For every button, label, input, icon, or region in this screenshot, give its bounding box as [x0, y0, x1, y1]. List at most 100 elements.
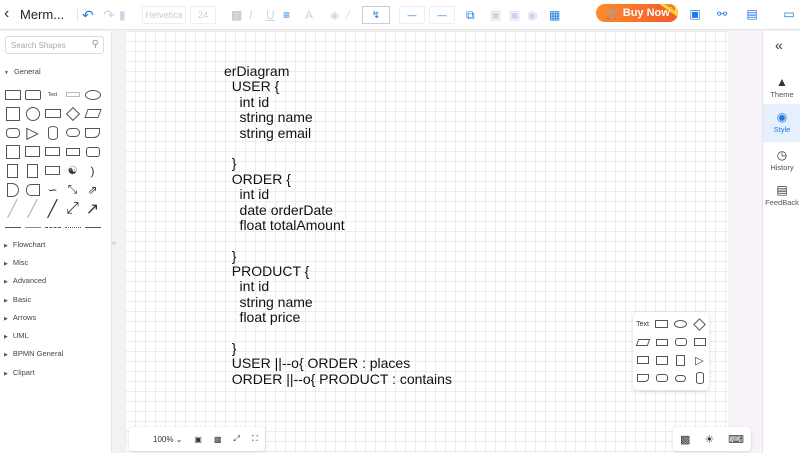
fill-icon[interactable]: ◈	[330, 8, 340, 22]
shape-internal-storage[interactable]	[3, 142, 22, 161]
fit-page-icon[interactable]: ▣	[194, 434, 202, 444]
shape-ellipse[interactable]	[83, 85, 102, 104]
shape-rounded-rectangle[interactable]	[23, 85, 42, 104]
category-misc[interactable]: ▶Misc	[4, 258, 28, 267]
shape-link-dashed[interactable]	[43, 218, 62, 237]
collapse-panel-handle[interactable]: «	[112, 240, 116, 247]
quick-shape-tape[interactable]	[652, 369, 671, 387]
shape-document[interactable]	[83, 123, 102, 142]
collapse-right-panel-icon[interactable]: «	[775, 37, 783, 53]
shape-curve[interactable]: ∽	[47, 182, 58, 197]
shape-text[interactable]: Text	[47, 91, 58, 98]
resize-icon[interactable]: ⤢	[233, 434, 240, 443]
quick-shape-step[interactable]	[690, 333, 709, 351]
group-icon[interactable]: ▣	[490, 8, 502, 22]
quick-shape-trapezoid[interactable]	[652, 333, 671, 351]
tab-feedback[interactable]: ▤FeedBack	[763, 177, 800, 215]
undo-icon[interactable]: ↶	[82, 6, 94, 23]
quick-shape-note[interactable]	[671, 351, 690, 369]
shape-line-directional[interactable]: ↗	[85, 200, 100, 218]
fit-width-icon[interactable]: ▩	[213, 434, 222, 444]
shape-square[interactable]	[3, 104, 22, 123]
shape-line[interactable]: ╱	[47, 200, 58, 218]
shape-rectangle[interactable]	[3, 85, 22, 104]
shape-cloud[interactable]	[63, 123, 82, 142]
quick-shape-ellipse[interactable]	[671, 315, 690, 333]
tab-history[interactable]: ◷History	[763, 142, 800, 180]
shape-line-bidirectional[interactable]: ⤢	[66, 199, 79, 217]
zoom-level-select[interactable]: 100% ⌄	[153, 434, 183, 444]
present-icon[interactable]: ▭	[783, 7, 795, 21]
quick-shape-text[interactable]: Text	[636, 320, 649, 328]
quick-shape-hexagon[interactable]	[671, 333, 690, 351]
shape-tape[interactable]	[83, 142, 102, 161]
shape-diamond[interactable]	[63, 104, 82, 123]
line-width-select[interactable]: —	[429, 6, 455, 24]
mermaid-code-text[interactable]: erDiagram USER { int id string name stri…	[224, 63, 452, 387]
tab-theme[interactable]: ▲Theme	[763, 69, 800, 107]
category-clipart[interactable]: ▶Clipart	[4, 368, 35, 377]
quick-shape-diamond[interactable]	[690, 315, 709, 333]
redo-icon[interactable]: ↷	[103, 6, 115, 23]
italic-icon[interactable]: I	[249, 8, 253, 22]
diagram-canvas[interactable]	[125, 31, 728, 453]
share-icon[interactable]: ⚯	[716, 7, 728, 21]
category-flowchart[interactable]: ▶Flowchart	[4, 240, 45, 249]
quick-shape-cloud[interactable]	[671, 369, 690, 387]
quick-shape-document[interactable]	[633, 369, 652, 387]
quick-shape-parallelogram[interactable]	[633, 333, 652, 351]
align-icon[interactable]: ≡	[283, 8, 291, 22]
save-icon[interactable]: ▣	[689, 7, 701, 21]
shape-line-dashed[interactable]: ╱	[27, 200, 38, 218]
category-arrows[interactable]: ▶Arrows	[4, 313, 36, 322]
minimap-icon[interactable]: ▩	[679, 433, 691, 446]
back-icon[interactable]: ‹	[4, 5, 10, 22]
shape-actor[interactable]: ☯	[67, 165, 78, 177]
arrange-icon[interactable]: ⧉	[466, 7, 475, 22]
document-title[interactable]: Merm...	[20, 7, 65, 22]
shape-link-dotted[interactable]	[63, 218, 82, 237]
shape-trapezoid[interactable]	[63, 142, 82, 161]
font-color-icon[interactable]: A	[305, 8, 314, 22]
quick-shape-process[interactable]	[633, 351, 652, 369]
font-size-select[interactable]: 24	[190, 6, 216, 24]
lock-icon[interactable]: ◉	[527, 8, 538, 22]
shape-cube[interactable]	[23, 142, 42, 161]
shape-link-thick[interactable]	[3, 218, 22, 237]
shape-link-connector[interactable]	[83, 218, 102, 237]
shape-bidirectional-arrow[interactable]: ⤡	[67, 182, 78, 196]
shape-note[interactable]	[3, 161, 22, 180]
shape-hexagon[interactable]	[3, 123, 22, 142]
format-painter-icon[interactable]: ▮	[119, 8, 126, 22]
shape-link-arrow[interactable]	[23, 218, 42, 237]
connector-style-icon[interactable]: ↯	[362, 6, 390, 24]
quick-shape-cylinder[interactable]	[690, 369, 709, 387]
underline-icon[interactable]: U	[266, 8, 275, 22]
buy-now-button[interactable]: 🛒 Buy Now-60%	[596, 4, 678, 22]
category-uml[interactable]: ▶UML	[4, 331, 29, 340]
keyboard-icon[interactable]: ⌨	[728, 433, 745, 446]
folder-icon[interactable]: ▤	[746, 7, 758, 21]
quick-shape-cube[interactable]	[652, 351, 671, 369]
shape-data-storage[interactable]	[23, 180, 42, 199]
shape-textbox[interactable]	[63, 85, 82, 104]
shape-circle[interactable]	[23, 104, 42, 123]
font-family-select[interactable]: Helvetica	[142, 6, 186, 24]
category-bpmn-general[interactable]: ▶BPMN General	[4, 349, 63, 358]
shape-callout[interactable]	[43, 161, 62, 180]
shape-or[interactable]: )	[90, 163, 95, 178]
shape-step[interactable]	[43, 142, 62, 161]
shape-line-light[interactable]: ╱	[7, 200, 18, 218]
shape-cylinder[interactable]	[43, 123, 62, 142]
shape-process[interactable]	[43, 104, 62, 123]
line-color-icon[interactable]: ∕	[347, 8, 350, 22]
shape-arrow[interactable]: ⇗	[87, 182, 98, 197]
category-basic[interactable]: ▶Basic	[4, 295, 31, 304]
table-icon[interactable]: ▦	[549, 8, 561, 22]
search-icon[interactable]: ⚲	[91, 39, 99, 50]
shape-triangle[interactable]: ▷	[26, 124, 39, 142]
bold-icon[interactable]: ▩	[231, 8, 243, 22]
quick-shape-rectangle[interactable]	[652, 315, 671, 333]
category-general[interactable]: ▼General	[4, 67, 41, 76]
search-shapes-input[interactable]: Search Shapes⚲	[5, 36, 104, 54]
